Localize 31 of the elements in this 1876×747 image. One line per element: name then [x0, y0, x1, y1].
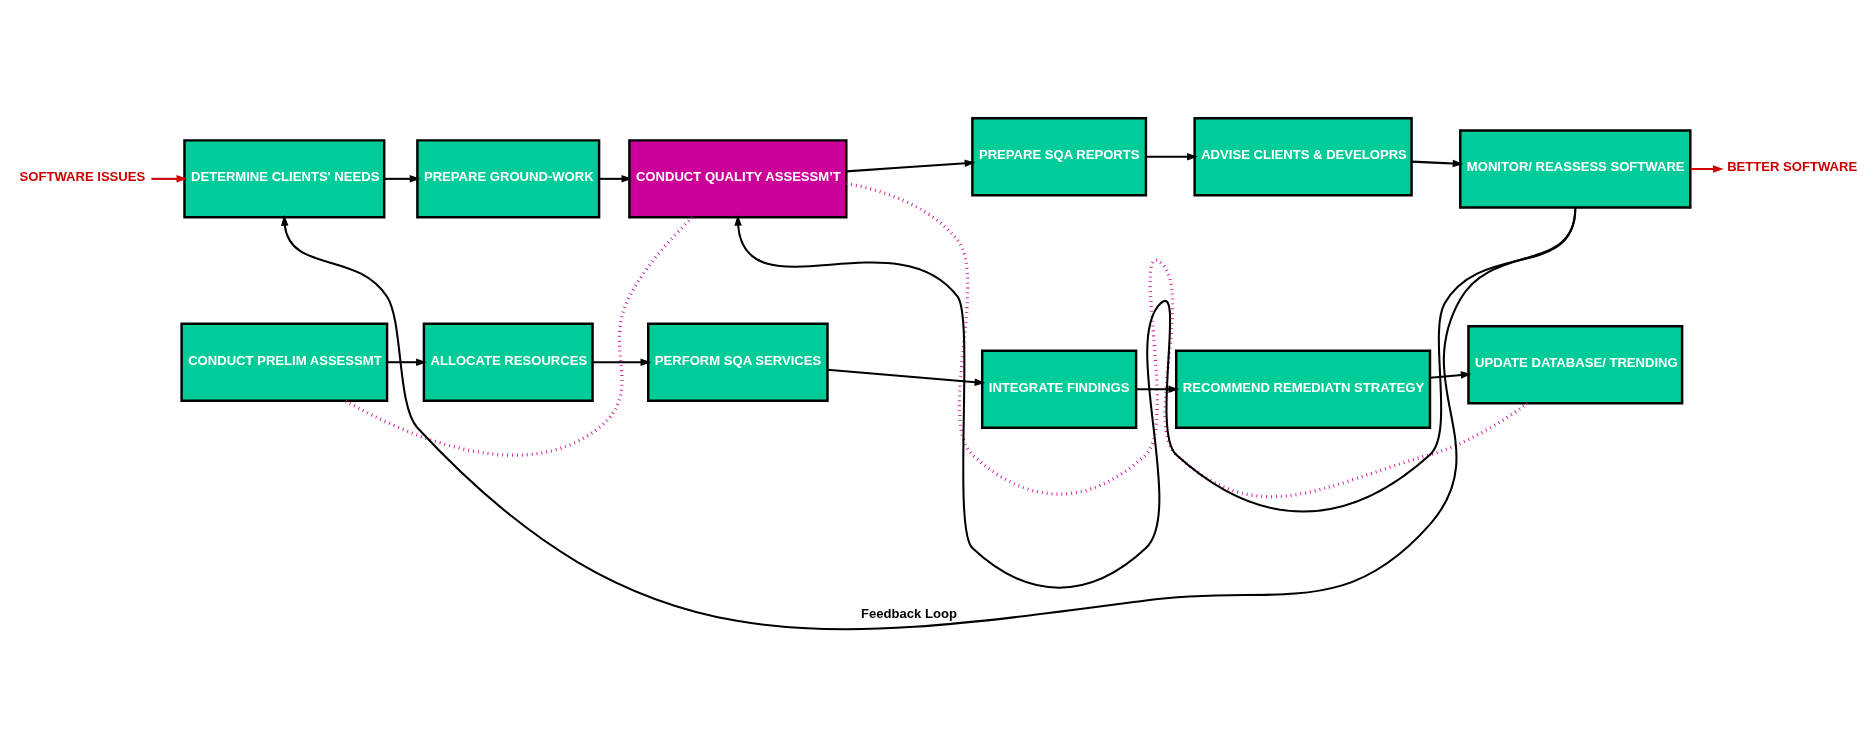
arrow [1411, 159, 1464, 167]
arrow [1136, 385, 1180, 393]
node-box: PREPARE SQA REPORTS [971, 116, 1148, 196]
node-box: INTEGRATE FINDINGS [980, 349, 1138, 429]
connector [846, 181, 1529, 498]
arrow [281, 207, 1577, 630]
arrow [734, 207, 1577, 588]
edge-label: Feedback Loop [861, 605, 957, 621]
node-box: RECOMMEND REMEDIATN STRATEGY [1175, 349, 1432, 429]
node-box: DETERMINE CLIENTS' NEEDS [183, 138, 386, 219]
node-text: SOFTWARE ISSUES [19, 168, 146, 184]
arrow [384, 174, 421, 183]
node-box: UPDATE DATABASE/ TRENDING [1467, 324, 1684, 404]
arrow [599, 174, 633, 183]
node-box: ALLOCATE RESOURCES [422, 322, 594, 402]
arrow [1146, 152, 1198, 160]
arrow [846, 159, 976, 172]
node-box: CONDUCT QUALITY ASSESSM’T [628, 138, 848, 219]
arrow [1430, 370, 1472, 379]
node-box: CONDUCT PRELIM ASSESSMT [180, 322, 389, 402]
arrow [151, 174, 188, 183]
connector [344, 215, 694, 457]
arrow [1690, 164, 1724, 173]
arrow [387, 358, 427, 366]
node-text: BETTER SOFTWARE [1727, 158, 1858, 174]
node-box: PREPARE GROUND-WORK [416, 138, 601, 219]
node-box: ADVISE CLIENTS & DEVELOPRS [1193, 116, 1413, 196]
node-box: MONITOR/ REASSESS SOFTWARE [1459, 128, 1692, 209]
node-box: PERFORM SQA SERVICES [647, 322, 829, 402]
arrow [827, 368, 986, 386]
arrow [592, 358, 652, 366]
